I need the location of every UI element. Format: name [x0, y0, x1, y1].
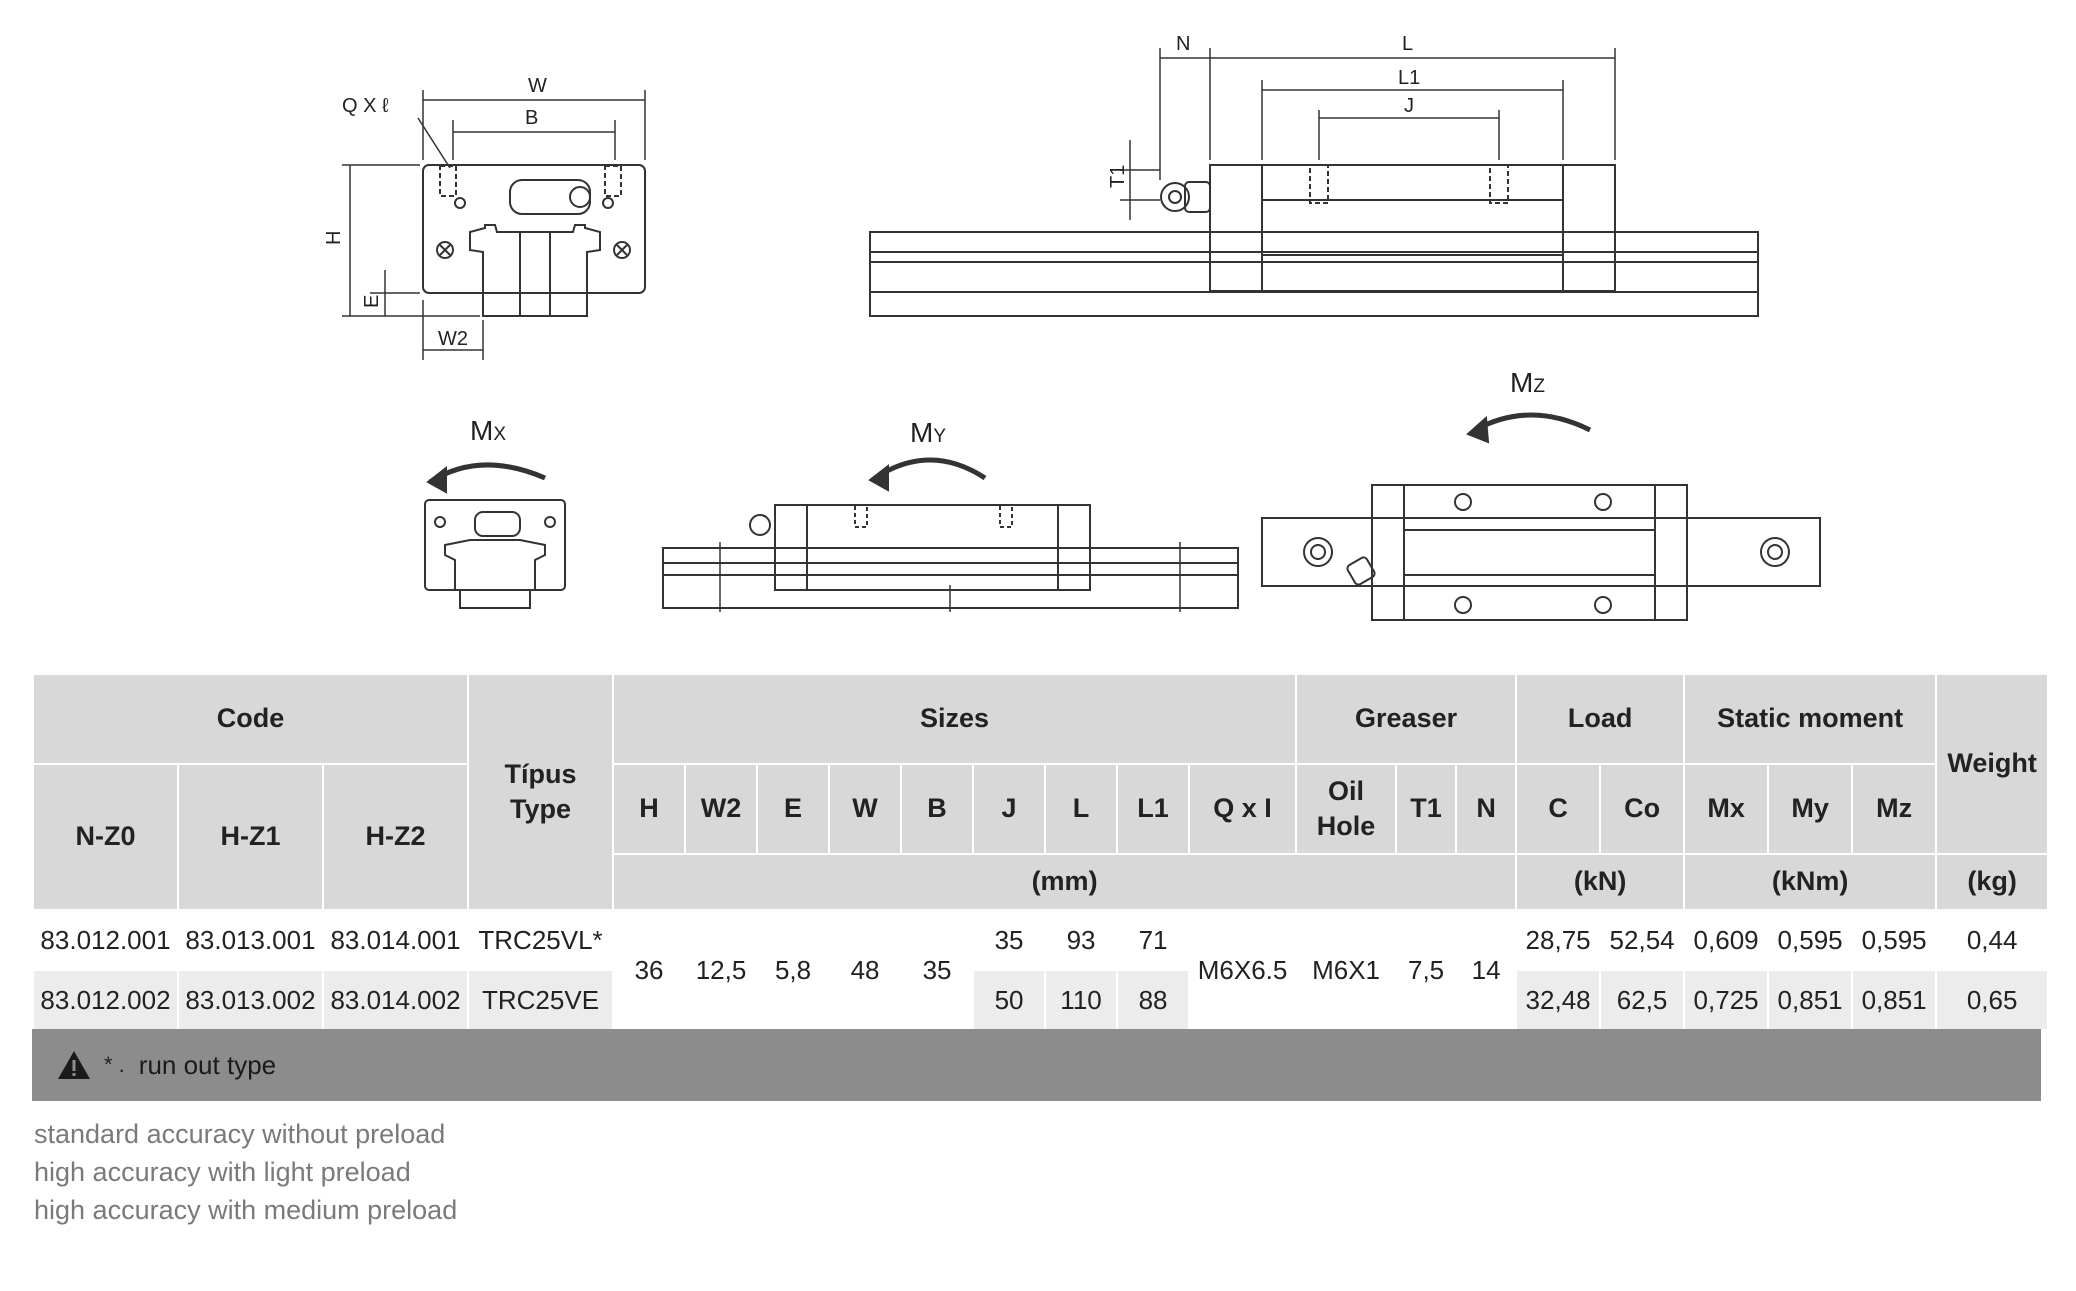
cell-mz: 0,851 — [1851, 969, 1938, 1031]
dim-label-l: L — [1402, 33, 1413, 55]
cell-co: 62,5 — [1599, 969, 1686, 1031]
dim-label-e: E — [361, 295, 383, 308]
header-t1: T1 — [1395, 763, 1458, 855]
dim-label-w2: W2 — [438, 328, 468, 350]
cell-mz: 0,595 — [1851, 909, 1938, 971]
moment-label-my: MY — [910, 417, 946, 448]
mx-view-drawing — [424, 462, 566, 609]
moment-label-mx: MX — [470, 415, 506, 446]
cell-e: 5,8 — [756, 909, 831, 1031]
legend-item: high accuracy with light preload — [34, 1157, 411, 1187]
header-b: B — [900, 763, 975, 855]
cell-l: 93 — [1044, 909, 1119, 971]
cell-n-z0: 83.012.002 — [32, 969, 179, 1031]
dim-label-w: W — [528, 75, 547, 97]
cell-j: 35 — [972, 909, 1047, 971]
cell-type: TRC25VE — [467, 969, 615, 1031]
header-h: H — [612, 763, 687, 855]
cell-type: TRC25VL* — [467, 909, 615, 971]
cell-mx: 0,609 — [1683, 909, 1770, 971]
header-h-z1: H-Z1 — [177, 763, 324, 911]
header-l: L — [1044, 763, 1119, 855]
header-static-moment: Static moment — [1683, 673, 1938, 765]
warning-icon — [58, 1051, 90, 1079]
dim-label-t1: T1 — [1107, 165, 1129, 188]
legend-item: high accuracy with medium preload — [34, 1195, 458, 1225]
header-load: Load — [1515, 673, 1686, 765]
drawing-canvas: W B Q X ℓ H E W2 N L L1 J T1 MX MY MZ — [323, 33, 1821, 621]
header-weight: Weight — [1935, 673, 2050, 855]
cell-co: 52,54 — [1599, 909, 1686, 971]
dim-label-l1: L1 — [1398, 67, 1420, 89]
dim-label-qxl: Q X ℓ — [342, 95, 389, 117]
header-n: N — [1455, 763, 1518, 855]
header-e: E — [756, 763, 831, 855]
cell-h: 36 — [612, 909, 687, 1031]
unit-kn: (kN) — [1515, 853, 1686, 911]
table-row: 83.012.002 83.013.002 83.014.002 TRC25VE… — [32, 969, 2050, 1031]
cell-oil-hole: M6X1 — [1295, 909, 1398, 1031]
header-mz: Mz — [1851, 763, 1938, 855]
accuracy-legend: standard accuracy without preload high a… — [34, 1115, 457, 1229]
cell-n: 14 — [1455, 909, 1518, 1031]
cell-c: 28,75 — [1515, 909, 1602, 971]
dim-label-b: B — [525, 107, 538, 129]
cell-n-z0: 83.012.001 — [32, 909, 179, 971]
cell-h-z1: 83.013.001 — [177, 909, 324, 971]
legend-item: standard accuracy without preload — [34, 1119, 446, 1149]
unit-knm: (kNm) — [1683, 853, 1938, 911]
dim-label-h: H — [323, 231, 345, 245]
header-sizes: Sizes — [612, 673, 1298, 765]
cell-weight: 0,44 — [1935, 909, 2050, 971]
cell-w2: 12,5 — [684, 909, 759, 1031]
header-greaser: Greaser — [1295, 673, 1518, 765]
side-view-drawing — [869, 48, 1759, 317]
note-star: * . — [104, 1052, 125, 1077]
cell-my: 0,851 — [1767, 969, 1854, 1031]
table-row: 83.012.001 83.013.001 83.014.001 TRC25VL… — [32, 909, 2050, 1031]
cell-l: 110 — [1044, 969, 1119, 1031]
mz-view-drawing — [1261, 412, 1821, 621]
header-c: C — [1515, 763, 1602, 855]
unit-mm: (mm) — [612, 853, 1518, 911]
dim-label-n: N — [1176, 33, 1190, 55]
cell-l1: 88 — [1116, 969, 1191, 1031]
note-text: run out type — [138, 1049, 277, 1080]
dim-label-j: J — [1404, 95, 1414, 117]
header-j: J — [972, 763, 1047, 855]
cell-h-z2: 83.014.001 — [321, 909, 470, 971]
header-w: W — [828, 763, 903, 855]
technical-drawings: W B Q X ℓ H E W2 N L L1 J T1 MX MY MZ — [323, 33, 1821, 621]
header-h-z2: H-Z2 — [321, 763, 470, 911]
cell-j: 50 — [972, 969, 1047, 1031]
cell-mx: 0,725 — [1683, 969, 1770, 1031]
cell-b: 35 — [900, 909, 975, 1031]
cell-h-z2: 83.014.002 — [321, 969, 470, 1031]
header-co: Co — [1599, 763, 1686, 855]
cell-my: 0,595 — [1767, 909, 1854, 971]
note-bar: * . run out type — [32, 1029, 2041, 1101]
cell-qxi: M6X6.5 — [1188, 909, 1298, 1031]
unit-kg: (kg) — [1935, 853, 2050, 911]
header-n-z0: N-Z0 — [32, 763, 179, 911]
cell-t1: 7,5 — [1395, 909, 1458, 1031]
cell-c: 32,48 — [1515, 969, 1602, 1031]
header-mx: Mx — [1683, 763, 1770, 855]
my-view-drawing — [662, 457, 1239, 612]
header-l1: L1 — [1116, 763, 1191, 855]
cell-weight: 0,65 — [1935, 969, 2050, 1031]
header-w2: W2 — [684, 763, 759, 855]
cell-w: 48 — [828, 909, 903, 1031]
header-qxi: Q x I — [1188, 763, 1298, 855]
front-view-drawing — [342, 90, 646, 360]
moment-label-mz: MZ — [1510, 367, 1545, 398]
header-code: Code — [31, 673, 470, 765]
cell-h-z1: 83.013.002 — [177, 969, 324, 1031]
header-my: My — [1767, 763, 1854, 855]
cell-l1: 71 — [1116, 909, 1191, 971]
